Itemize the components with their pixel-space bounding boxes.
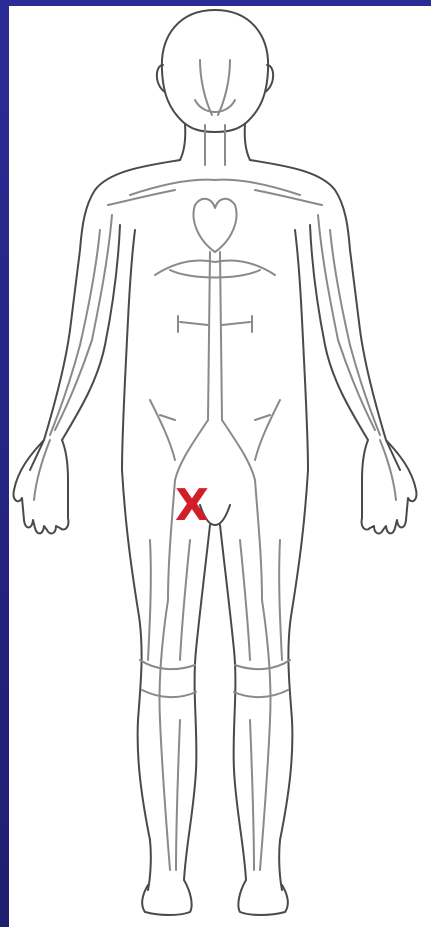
- vessel-network: [34, 60, 396, 870]
- leg-right-outer: [279, 470, 308, 890]
- leg-left-outer: [122, 470, 151, 890]
- inner-arm-left: [62, 225, 120, 440]
- leg-right-inner: [220, 525, 246, 880]
- hand-left: [14, 440, 69, 533]
- leg-left-inner: [184, 525, 210, 880]
- location-marker: X: [172, 481, 212, 531]
- torso-right-side: [295, 230, 308, 470]
- inner-arm-right: [310, 225, 368, 440]
- head-outline: [162, 10, 268, 132]
- heart-shape: [194, 199, 237, 252]
- torso-left-side: [122, 230, 135, 470]
- neck-outline: [180, 124, 250, 160]
- hand-right: [362, 440, 417, 533]
